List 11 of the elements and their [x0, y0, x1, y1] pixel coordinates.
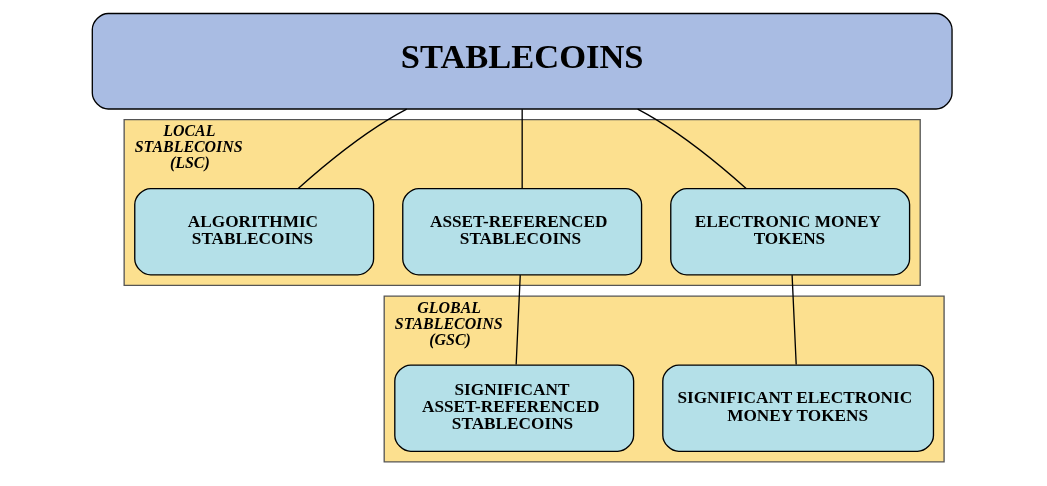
node-box: ALGORITHMIC STABLECOINS — [134, 187, 375, 276]
connector — [791, 274, 797, 366]
node-box: SIGNIFICANT ASSET-REFERENCED STABLECOINS — [394, 364, 635, 452]
connector — [521, 108, 523, 190]
connector — [637, 108, 747, 190]
node-box: SIGNIFICANT ELECTRONIC MONEY TOKENS — [662, 364, 935, 452]
node-box: ASSET-REFERENCED STABLECOINS — [402, 187, 643, 276]
node-box: ELECTRONIC MONEY TOKENS — [670, 187, 911, 276]
node-box: STABLECOINS — [91, 12, 953, 110]
connector — [297, 108, 408, 190]
connector — [515, 274, 521, 366]
